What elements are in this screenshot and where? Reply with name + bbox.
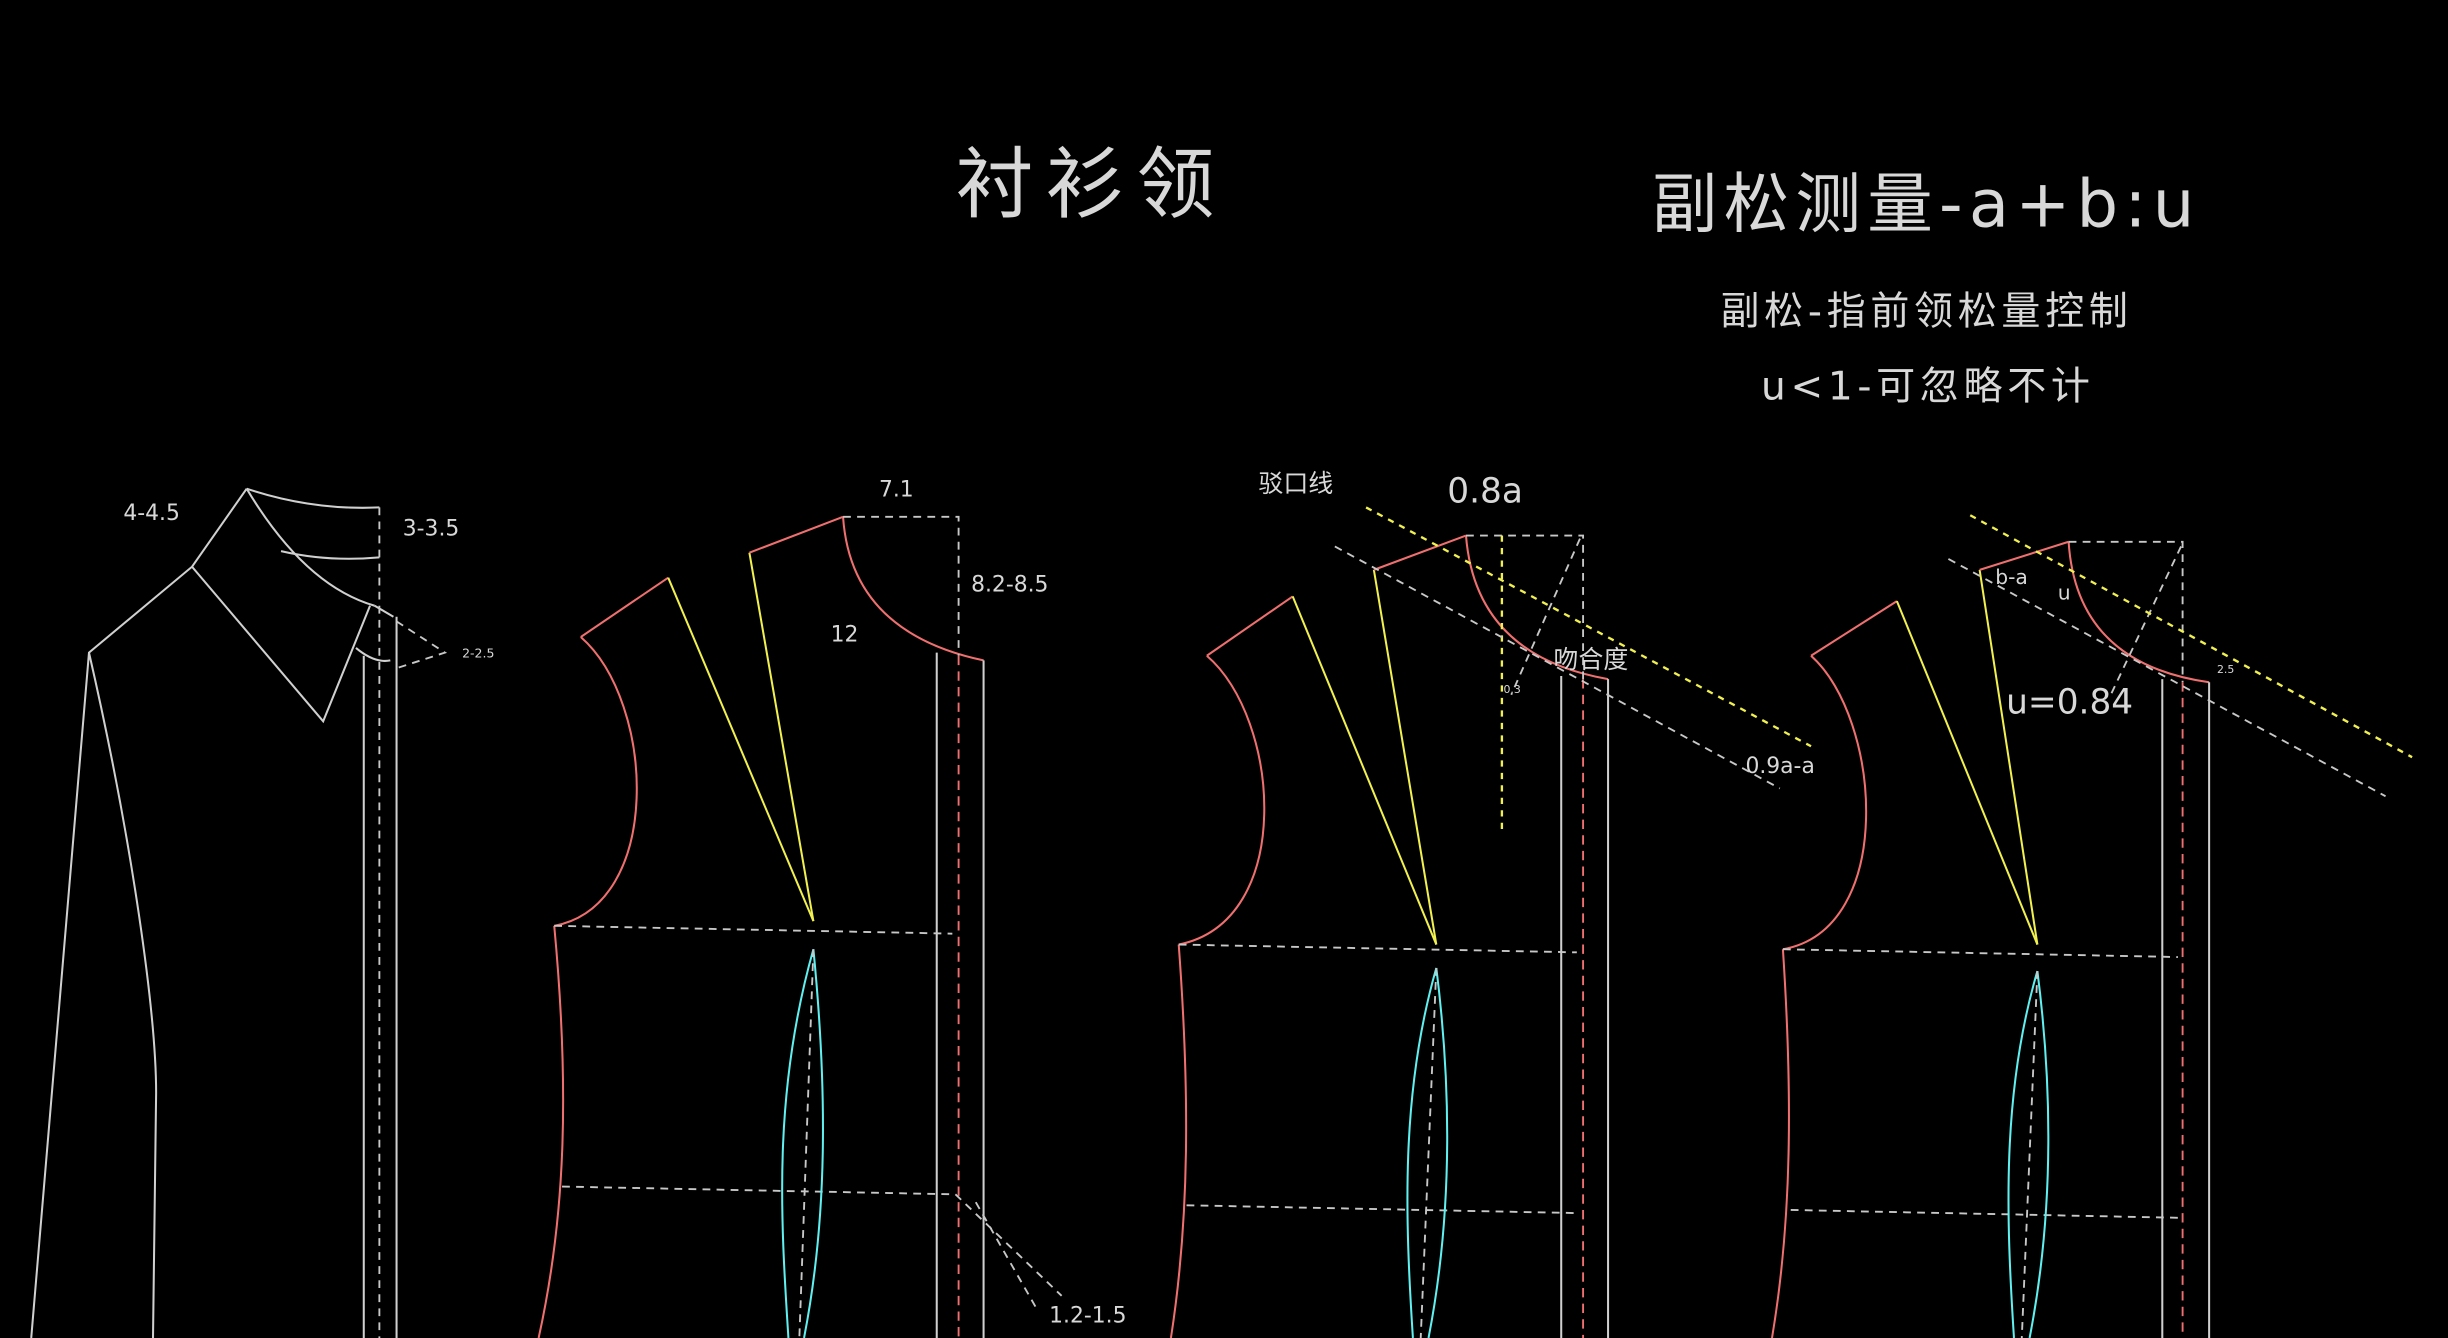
bodice-piece-1 — [537, 515, 1063, 1338]
label-0-3: 0.3 — [1503, 683, 1520, 696]
label-0-9a: 0.9a-a — [1745, 754, 1814, 779]
main-title: 衬衫领 — [955, 140, 1227, 230]
label-roll-line: 驳口线 — [1258, 469, 1333, 498]
label-hem: 1.2-1.5 — [1049, 1303, 1126, 1328]
label-2-5: 2.5 — [2217, 663, 2234, 676]
label-b-minus-a: b-a — [1995, 565, 2028, 589]
collar-piece — [30, 487, 448, 1338]
note-line-1: 副松-指前领松量控制 — [1720, 290, 2132, 335]
label-collar-stand: 3-3.5 — [403, 517, 460, 542]
label-0-8a: 0.8a — [1447, 472, 1523, 512]
label-u-value: u=0.84 — [2006, 682, 2133, 722]
label-u: u — [2058, 581, 2071, 605]
label-neck-width: 7.1 — [879, 477, 914, 502]
label-neck-curve: 12 — [831, 623, 859, 648]
label-neck-depth: 8.2-8.5 — [971, 573, 1048, 598]
bodice-piece-3 — [1770, 514, 2413, 1338]
label-fit: 吻合度 — [1553, 645, 1628, 674]
note-line-2: u<1-可忽略不计 — [1761, 365, 2095, 410]
label-collar-small: 2-2.5 — [462, 645, 494, 660]
bodice-piece-2 — [1169, 506, 1812, 1338]
formula-title: 副松测量-a+b:u — [1652, 166, 2201, 242]
label-collar-top: 4-4.5 — [123, 501, 180, 526]
